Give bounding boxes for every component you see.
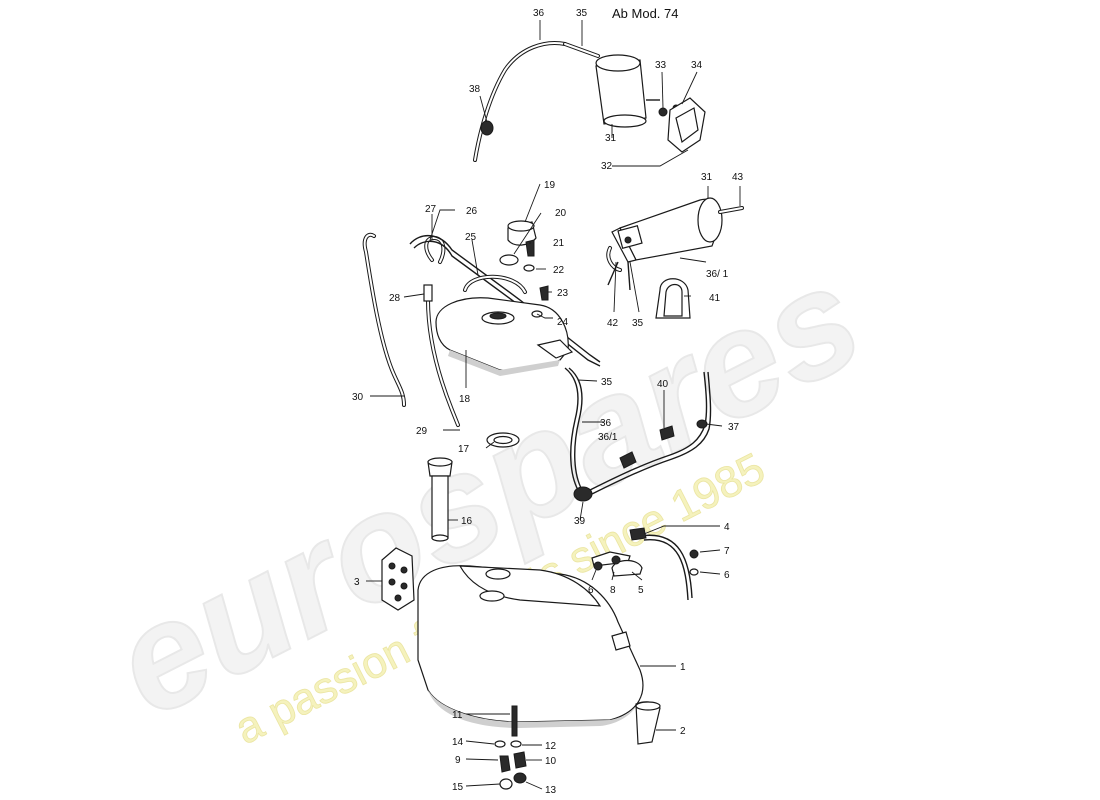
callout-31: 31 bbox=[605, 133, 617, 144]
callout-16: 16 bbox=[461, 516, 473, 527]
callout-22: 22 bbox=[553, 265, 565, 276]
fuel-tank-1 bbox=[417, 565, 644, 728]
callout-24: 24 bbox=[557, 317, 569, 328]
strap-bracket-41 bbox=[655, 278, 691, 319]
callout-2: 2 bbox=[680, 726, 686, 737]
vent-line-assembly bbox=[564, 367, 712, 502]
charcoal-canister-31 bbox=[595, 54, 660, 128]
callout-27: 27 bbox=[425, 204, 437, 215]
callout-36-1: 36/1 bbox=[598, 432, 618, 443]
model-note: Ab Mod. 74 bbox=[612, 6, 679, 21]
callout-34: 34 bbox=[691, 60, 703, 71]
callout-40: 40 bbox=[657, 379, 669, 390]
callout-42: 42 bbox=[607, 318, 619, 329]
callout-6: 6 bbox=[588, 585, 594, 596]
callout-18: 18 bbox=[459, 394, 471, 405]
callout-36: 36 bbox=[600, 418, 612, 429]
callout-43: 43 bbox=[732, 172, 744, 183]
callout-26: 26 bbox=[466, 206, 478, 217]
callout-1: 1 bbox=[680, 662, 686, 673]
bracket-32 bbox=[667, 97, 706, 153]
drain-fittings bbox=[494, 705, 527, 790]
callout-19: 19 bbox=[544, 180, 556, 191]
callout-3: 3 bbox=[354, 577, 360, 588]
expansion-tank-assembly bbox=[362, 220, 601, 427]
callout-17: 17 bbox=[458, 444, 470, 455]
callout-28: 28 bbox=[389, 293, 401, 304]
callout-labels: 36 35 38 33 34 31 32 19 20 27 26 25 21 2… bbox=[352, 8, 744, 796]
callout-41: 41 bbox=[709, 293, 721, 304]
callout-7: 7 bbox=[724, 546, 730, 557]
callout-30: 30 bbox=[352, 392, 364, 403]
callout-23: 23 bbox=[557, 288, 569, 299]
callout-10: 10 bbox=[545, 756, 557, 767]
callout-14: 14 bbox=[452, 737, 464, 748]
callout-5: 5 bbox=[638, 585, 644, 596]
bracket-3 bbox=[381, 547, 415, 611]
callout-6: 6 bbox=[724, 570, 730, 581]
callout-33: 33 bbox=[655, 60, 667, 71]
callout-15: 15 bbox=[452, 782, 464, 793]
callout-39: 39 bbox=[574, 516, 586, 527]
callout-25: 25 bbox=[465, 232, 477, 243]
filler-neck-2 bbox=[635, 701, 661, 745]
callout-8: 8 bbox=[610, 585, 616, 596]
tank-sender-assembly bbox=[427, 432, 520, 542]
callout-9: 9 bbox=[455, 755, 461, 766]
callout-13: 13 bbox=[545, 785, 557, 796]
callout-4: 4 bbox=[724, 522, 730, 533]
callout-36: 36 bbox=[533, 8, 545, 19]
leader-lines bbox=[366, 20, 741, 790]
callout-29: 29 bbox=[416, 426, 428, 437]
canister-assembly-mid bbox=[606, 197, 744, 319]
callout-32: 32 bbox=[601, 161, 613, 172]
callout-20: 20 bbox=[555, 208, 567, 219]
callout-35: 35 bbox=[576, 8, 588, 19]
callout-31: 31 bbox=[701, 172, 713, 183]
canister-assembly-top bbox=[473, 41, 706, 162]
callout-36-1: 36/ 1 bbox=[706, 269, 729, 280]
callout-35: 35 bbox=[632, 318, 644, 329]
callout-21: 21 bbox=[553, 238, 565, 249]
strap-assembly bbox=[591, 527, 699, 601]
callout-35: 35 bbox=[601, 377, 613, 388]
callout-11: 11 bbox=[452, 710, 463, 721]
callout-12: 12 bbox=[545, 741, 557, 752]
callout-37: 37 bbox=[728, 422, 740, 433]
filler-cap-19 bbox=[507, 220, 537, 246]
callout-38: 38 bbox=[469, 84, 481, 95]
